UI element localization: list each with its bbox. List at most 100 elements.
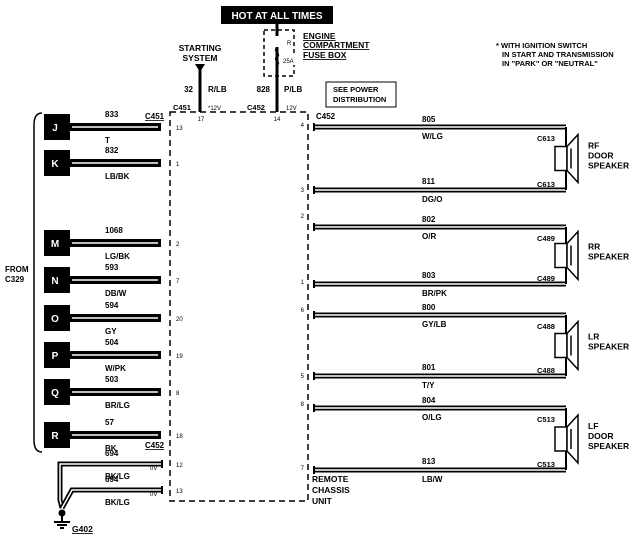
input-k-pin: 1	[176, 162, 180, 168]
input-k-letter: K	[51, 159, 59, 170]
supply-32-color: R/LB	[208, 85, 227, 94]
output-803-circuit: 803	[422, 271, 436, 280]
starting-system-arrowhead	[195, 64, 205, 72]
power-distribution-line1: SEE POWER	[333, 85, 379, 94]
output-800-color: GY/LB	[422, 320, 447, 329]
output-813-color: LB/W	[422, 475, 443, 484]
power-distribution-line2: DISTRIBUTION	[333, 95, 386, 104]
speaker-lr-connector-top: C488	[537, 322, 555, 331]
input-o-color: GY	[105, 327, 117, 336]
output-805-color: W/LG	[422, 132, 443, 141]
output-801-pin: 5	[301, 374, 305, 380]
speaker-rf-connector-top: C613	[537, 134, 555, 143]
starting-system-label-line1: STARTING	[179, 43, 222, 53]
input-p-letter: P	[52, 351, 59, 362]
fuse-box-label-line2: COMPARTMENT	[303, 40, 370, 50]
fuse-box-label-line3: FUSE BOX	[303, 50, 347, 60]
speaker-lf-label-3: SPEAKER	[588, 441, 629, 451]
starting-system-label-line2: SYSTEM	[183, 53, 218, 63]
speaker-lf-cone	[566, 413, 579, 465]
speaker-lf-label-1: LF	[588, 421, 598, 431]
ground-wire-2-voltage: 0V	[150, 492, 157, 498]
ground-wire-2-circuit: 694	[105, 475, 119, 484]
supply-c451-label: C451	[173, 103, 191, 112]
output-803-color: BR/PK	[422, 289, 447, 298]
input-o-circuit: 594	[105, 301, 119, 310]
input-n-pin: 7	[176, 279, 180, 285]
left-connector-c451: C451	[145, 112, 165, 121]
input-j-pin: 13	[176, 126, 183, 132]
output-805-pin: 4	[301, 123, 305, 129]
ground-return-outer-2	[59, 487, 86, 510]
input-n-color: DB/W	[105, 289, 127, 298]
input-p-color: W/PK	[105, 364, 126, 373]
speaker-lr-magnet	[554, 332, 568, 359]
output-800-pin: 6	[301, 308, 305, 314]
output-804-color: O/LG	[422, 413, 442, 422]
output-813-pin: 7	[301, 466, 305, 472]
input-n-circuit: 593	[105, 263, 119, 272]
ground-return-inner-1	[59, 463, 86, 509]
speaker-lf-connector-bottom: C513	[537, 460, 555, 469]
supply-32-circuit: 32	[184, 85, 193, 94]
input-r-color: BK	[105, 444, 117, 453]
supply-828-circuit: 828	[257, 85, 271, 94]
output-803-pin: 1	[301, 280, 305, 286]
input-q-pin: 8	[176, 391, 180, 397]
left-connector-c452: C452	[145, 441, 165, 450]
note-line3: IN "PARK" OR "NEUTRAL"	[502, 59, 598, 68]
speaker-rr-cone	[566, 229, 579, 282]
ground-wire-1-circuit: 694	[105, 449, 119, 458]
input-j-letter: J	[52, 123, 58, 134]
input-o-letter: O	[51, 314, 59, 325]
speaker-lr-cone	[566, 319, 579, 372]
ground-symbol-dot	[58, 509, 66, 517]
input-o-pin: 20	[176, 317, 183, 323]
note-line2: IN START AND TRANSMISSION	[502, 50, 614, 59]
output-801-color: T/Y	[422, 381, 435, 390]
hot-at-all-times-label: HOT AT ALL TIMES	[231, 11, 322, 22]
input-q-letter: Q	[51, 388, 59, 399]
output-801-circuit: 801	[422, 363, 436, 372]
output-811-color: DG/O	[422, 195, 442, 204]
right-connector-c452: C452	[316, 112, 336, 121]
input-m-letter: M	[51, 239, 59, 250]
unit-label-line1: REMOTE	[312, 474, 349, 484]
from-label-line1: FROM	[5, 265, 29, 274]
from-label-line2: C329	[5, 275, 25, 284]
from-c329-bracket	[33, 112, 43, 453]
ground-wire-2-color: BK/LG	[105, 498, 130, 507]
speaker-lr-label-1: LR	[588, 332, 599, 342]
input-k-circuit: 832	[105, 146, 119, 155]
output-802-pin: 2	[301, 214, 305, 220]
unit-label-line3: UNIT	[312, 496, 333, 506]
supply-828-color: P/LB	[284, 85, 302, 94]
speaker-rf-cone	[566, 132, 579, 185]
remote-chassis-unit	[169, 111, 309, 502]
power-distribution-box	[325, 81, 397, 108]
note-line1: * WITH IGNITION SWITCH	[496, 41, 587, 50]
speaker-rf-connector-bottom: C613	[537, 180, 555, 189]
output-813-circuit: 813	[422, 457, 436, 466]
fuse-rating: 25A	[283, 59, 294, 65]
speaker-lr-label-2: SPEAKER	[588, 342, 629, 352]
ground-return-inner-2	[61, 489, 86, 509]
output-804-pin: 8	[301, 402, 305, 408]
input-r-letter: R	[51, 431, 59, 442]
output-804-circuit: 804	[422, 396, 436, 405]
input-j-color: T	[105, 136, 110, 145]
fuse-rating-bg	[281, 56, 295, 65]
hot-at-all-times-box	[221, 6, 333, 24]
output-800-circuit: 800	[422, 303, 436, 312]
speaker-rr-label-1: RR	[588, 242, 600, 252]
output-811-circuit: 811	[422, 177, 435, 186]
input-p-pin: 19	[176, 354, 183, 360]
input-m-color: LG/BK	[105, 252, 130, 261]
input-m-pin: 2	[176, 242, 180, 248]
speaker-rf-label-1: RF	[588, 141, 599, 151]
speaker-rr-magnet	[554, 242, 568, 269]
ground-label: G402	[72, 524, 93, 534]
speaker-rr-label-2: SPEAKER	[588, 252, 629, 262]
ground-wire-1-pin: 12	[176, 463, 183, 469]
speaker-rf-label-2: DOOR	[588, 151, 614, 161]
